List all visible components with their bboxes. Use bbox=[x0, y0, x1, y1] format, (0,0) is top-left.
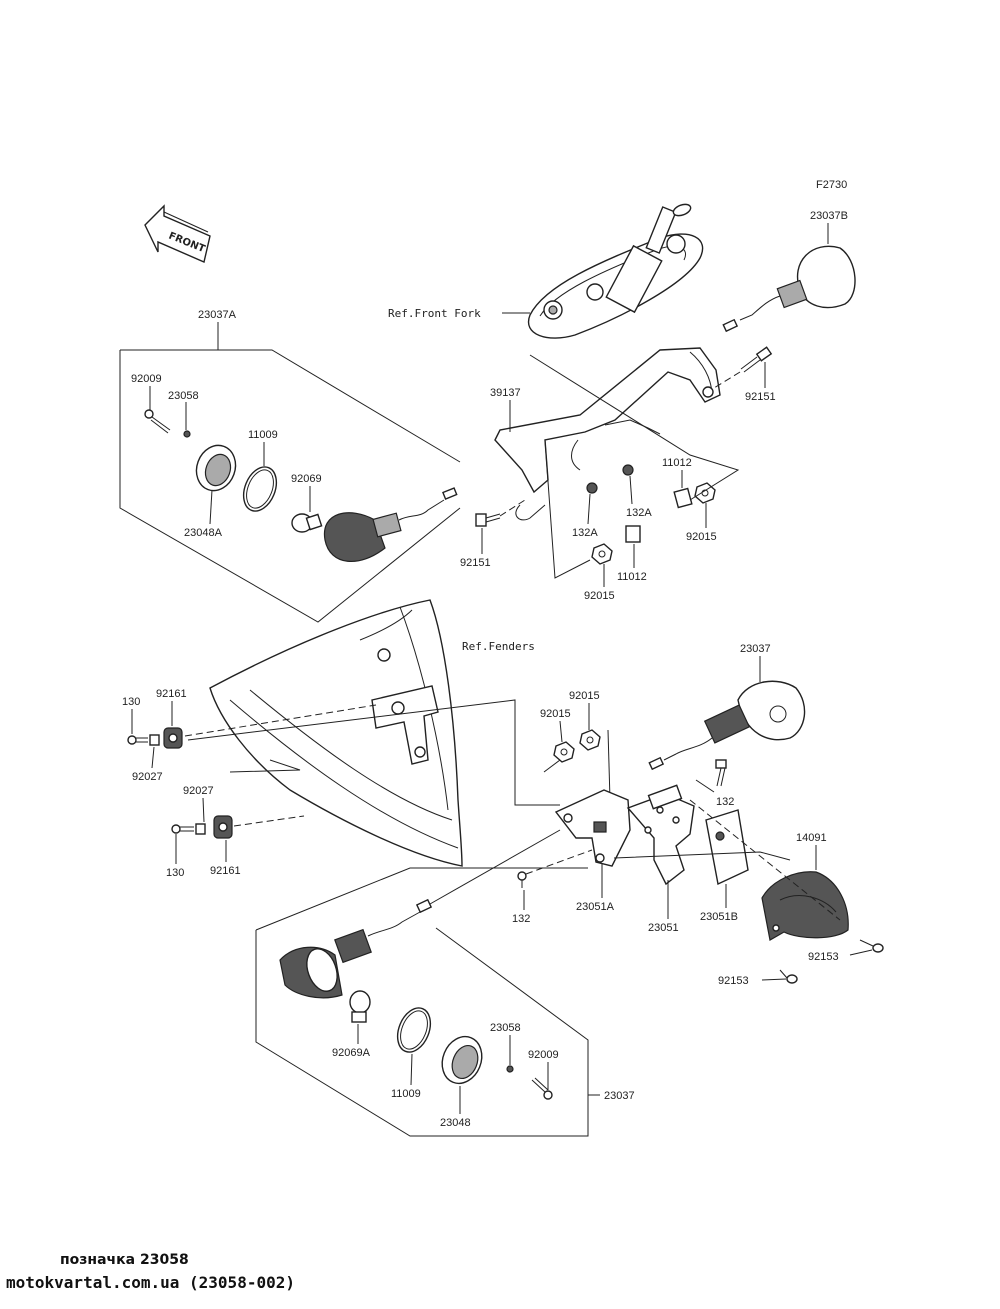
washer-23058-top-icon bbox=[183, 430, 191, 438]
label-92015-mid: 92015 bbox=[584, 590, 615, 602]
spacer-11012-right-icon bbox=[673, 487, 693, 509]
bulb-92069A-icon bbox=[349, 990, 371, 1023]
label-92015-a: 92015 bbox=[540, 708, 571, 720]
label-92151-left: 92151 bbox=[460, 557, 491, 569]
screw-92153-right-icon bbox=[859, 939, 884, 953]
bracket-23051A-icon bbox=[554, 789, 631, 867]
bolt-132-right-icon bbox=[715, 759, 727, 787]
label-92009-bottom: 92009 bbox=[528, 1049, 559, 1061]
label-11009-bottom: 11009 bbox=[391, 1088, 421, 1100]
label-23051A: 23051A bbox=[576, 901, 615, 913]
bolt-92151-left-icon bbox=[475, 513, 501, 527]
label-92151-right: 92151 bbox=[745, 391, 776, 403]
front-arrow-icon: FRONT bbox=[144, 204, 211, 263]
front-fork-ref bbox=[527, 203, 704, 339]
label-92009-top: 92009 bbox=[131, 373, 162, 385]
label-132A-left: 132A bbox=[572, 527, 598, 539]
label-92153-right: 92153 bbox=[808, 951, 839, 963]
nut-92015-a-icon bbox=[553, 741, 575, 763]
label-132-right: 132 bbox=[716, 796, 734, 808]
nut-132A-right-icon bbox=[622, 464, 634, 476]
footer-caption: позначка 23058 bbox=[60, 1252, 189, 1268]
figure-code: F2730 bbox=[816, 179, 847, 191]
screw-92153-bottom-icon bbox=[779, 969, 798, 984]
label-23037-bottom: 23037 bbox=[604, 1090, 635, 1102]
label-23037A: 23037A bbox=[198, 309, 237, 321]
label-92069: 92069 bbox=[291, 473, 322, 485]
label-11012-right: 11012 bbox=[662, 457, 692, 469]
label-23051B: 23051B bbox=[700, 911, 738, 923]
bracket-23051B-icon bbox=[705, 809, 749, 886]
bulb-92069-icon bbox=[291, 513, 323, 533]
label-23048: 23048 bbox=[440, 1117, 471, 1129]
collar-92027-top-icon bbox=[149, 734, 160, 746]
spacer-11012-mid-icon bbox=[625, 525, 641, 543]
label-132A-right: 132A bbox=[626, 507, 652, 519]
grommet-92161-top-icon bbox=[163, 727, 183, 749]
ref-fenders: Ref.Fenders bbox=[462, 640, 535, 653]
label-11012-mid: 11012 bbox=[617, 571, 647, 583]
bolt-132-bottom-icon bbox=[517, 871, 527, 888]
front-fender-ref bbox=[209, 599, 463, 867]
turn-signal-23037A-icon bbox=[323, 487, 458, 562]
signal-assembly-box-23037A bbox=[119, 322, 461, 623]
washer-23058-bottom-icon bbox=[506, 1065, 514, 1073]
label-132-bottom: 132 bbox=[512, 913, 530, 925]
turn-signal-23037-right-icon bbox=[648, 680, 806, 771]
lens-rim-23048-icon bbox=[441, 1035, 483, 1085]
ref-front-fork: Ref.Front Fork bbox=[388, 307, 481, 320]
label-11009-top: 11009 bbox=[248, 429, 278, 441]
bracket-23051-icon bbox=[626, 784, 695, 886]
collar-92027-mid-icon bbox=[195, 823, 206, 835]
nut-92015-b-icon bbox=[579, 729, 601, 751]
label-92027-top: 92027 bbox=[132, 771, 163, 783]
bracket-39137-icon bbox=[494, 347, 721, 521]
label-92027-mid: 92027 bbox=[183, 785, 214, 797]
turn-signal-23037-bottom-icon bbox=[279, 898, 433, 999]
label-23037-right: 23037 bbox=[740, 643, 771, 655]
label-92015-b: 92015 bbox=[569, 690, 600, 702]
bolt-130-bottom-icon bbox=[171, 824, 194, 834]
grommet-92161-bottom-icon bbox=[213, 815, 233, 839]
footer-source: motokvartal.com.ua (23058-002) bbox=[6, 1273, 295, 1292]
label-23051: 23051 bbox=[648, 922, 679, 934]
label-14091: 14091 bbox=[796, 832, 827, 844]
nut-92015-mid-icon bbox=[591, 543, 613, 565]
turn-signal-23037B-icon bbox=[722, 245, 856, 333]
lens-rim-23048A-icon bbox=[195, 444, 237, 492]
label-130-top: 130 bbox=[122, 696, 140, 708]
bolt-92151-right-icon bbox=[740, 346, 773, 373]
signal-assembly-box-23037 bbox=[255, 867, 600, 1137]
label-23058-bottom: 23058 bbox=[490, 1022, 521, 1034]
label-92015-right: 92015 bbox=[686, 531, 717, 543]
screw-92009-bottom-icon bbox=[531, 1077, 553, 1100]
label-92153-bottom: 92153 bbox=[718, 975, 749, 987]
label-23058-top: 23058 bbox=[168, 390, 199, 402]
label-39137: 39137 bbox=[490, 387, 521, 399]
label-23037B: 23037B bbox=[810, 210, 848, 222]
label-23048A: 23048A bbox=[184, 527, 223, 539]
label-92161-top: 92161 bbox=[156, 688, 187, 700]
label-92069A: 92069A bbox=[332, 1047, 371, 1059]
bolt-130-top-icon bbox=[127, 735, 148, 745]
nut-132A-left-icon bbox=[586, 482, 598, 494]
screw-92009-top-icon bbox=[144, 409, 171, 434]
cover-14091-icon bbox=[761, 871, 849, 941]
label-92161-bottom: 92161 bbox=[210, 865, 241, 877]
label-130-bottom: 130 bbox=[166, 867, 184, 879]
